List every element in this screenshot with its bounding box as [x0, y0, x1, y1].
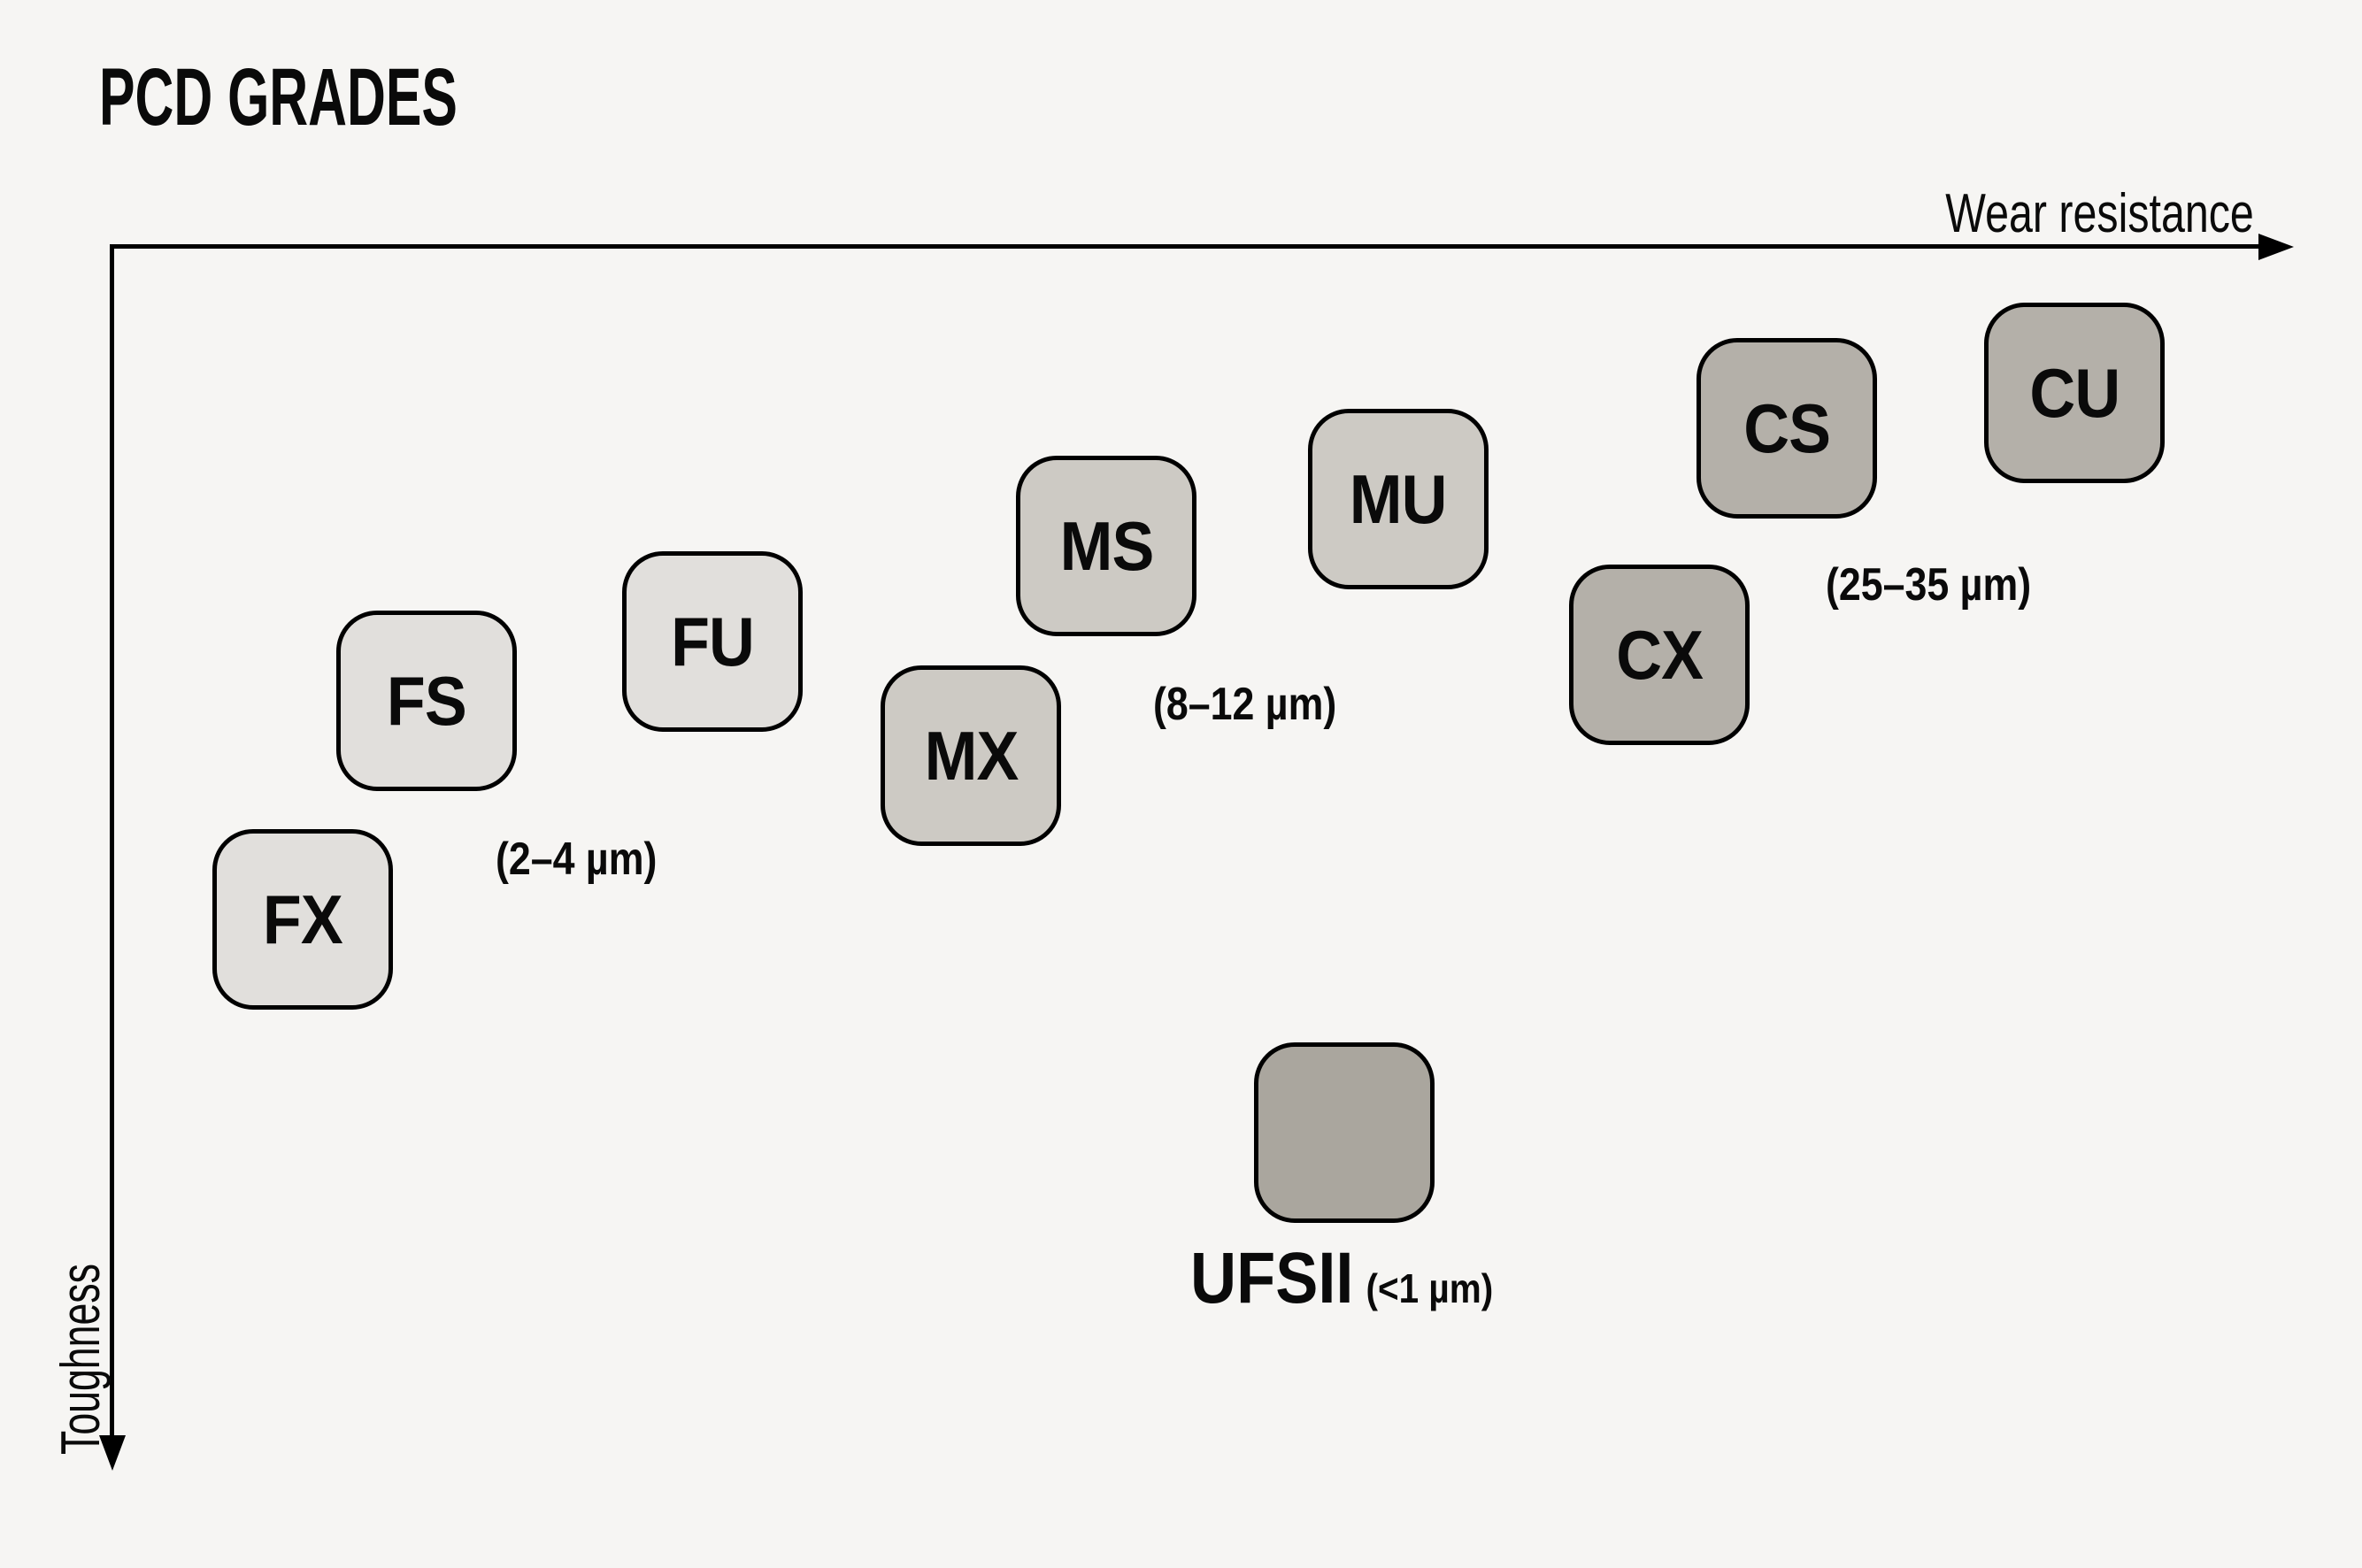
ufsii-grain-size: (<1 µm): [1366, 1265, 1494, 1311]
grade-label-fu: FU: [671, 602, 755, 680]
grade-box-fs: FS: [336, 611, 517, 791]
grade-box-ms: MS: [1016, 456, 1196, 636]
grade-box-mx: MX: [881, 665, 1061, 846]
grade-box-cx: CX: [1569, 565, 1750, 745]
grade-label-mu: MU: [1350, 459, 1448, 538]
grain-size-note-medium: (8–12 µm): [1153, 679, 1337, 730]
x-axis-arrowhead-icon: [2258, 234, 2294, 260]
grade-box-cu: CU: [1984, 303, 2165, 483]
grade-box-ufsii: [1254, 1042, 1435, 1223]
x-axis-label: Wear resistance: [1945, 183, 2254, 244]
grade-label-cx: CX: [1616, 615, 1704, 694]
grain-size-note-fine: (2–4 µm): [496, 834, 658, 885]
ufsii-caption: UFSII (<1 µm): [1190, 1237, 1493, 1320]
grade-label-fs: FS: [387, 661, 467, 740]
grade-box-mu: MU: [1308, 409, 1489, 589]
y-axis-label: Toughness: [50, 1264, 112, 1455]
grade-label-ms: MS: [1059, 506, 1154, 585]
x-axis-line: [110, 244, 2262, 249]
grade-box-fx: FX: [212, 829, 393, 1010]
y-axis-line: [110, 244, 114, 1439]
y-axis-arrowhead-icon: [99, 1435, 126, 1471]
grain-size-note-coarse: (25–35 µm): [1826, 559, 2032, 611]
ufsii-name: UFSII: [1190, 1238, 1354, 1318]
grade-box-fu: FU: [622, 551, 803, 732]
grade-label-fx: FX: [263, 880, 343, 958]
page-title: PCD GRADES: [99, 52, 458, 142]
grade-label-mx: MX: [924, 716, 1019, 795]
grade-box-cs: CS: [1696, 338, 1877, 519]
grade-label-cu: CU: [2029, 353, 2120, 432]
grade-label-cs: CS: [1743, 388, 1831, 467]
